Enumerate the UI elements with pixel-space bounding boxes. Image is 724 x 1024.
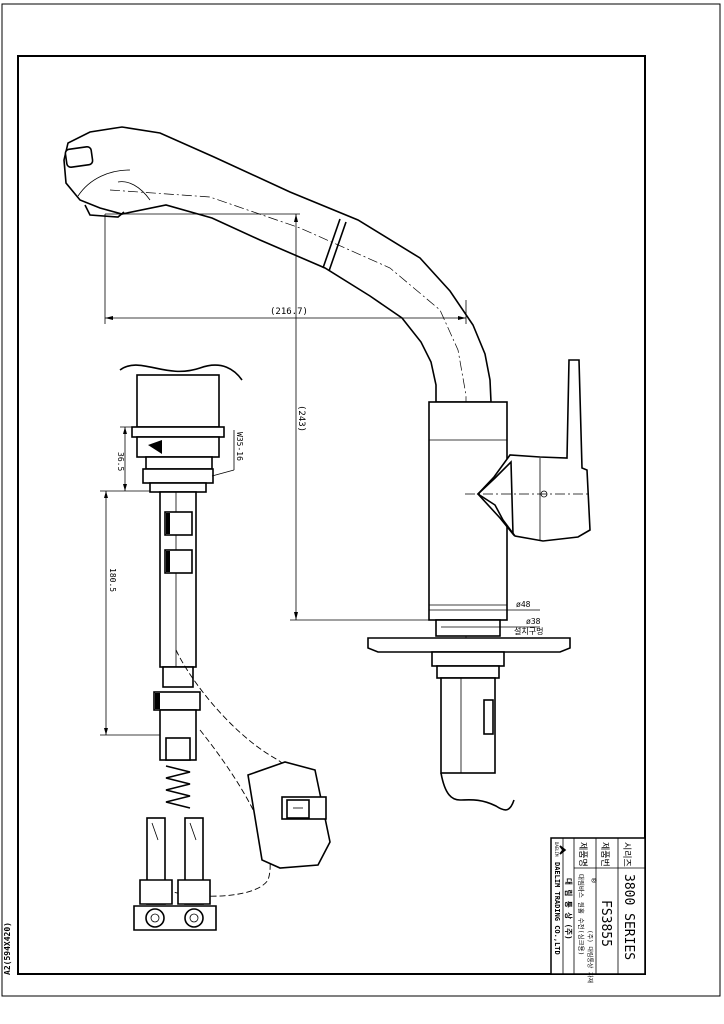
hose-band-1 <box>164 511 193 536</box>
head-button <box>64 145 94 169</box>
title-block-frame <box>550 837 646 975</box>
hose-nut <box>131 426 225 438</box>
height-dimension: (243) <box>296 405 306 432</box>
base-ring <box>435 619 501 637</box>
company-english: DAELIM TRADING CO.,LTD <box>553 862 561 955</box>
spray-face <box>84 204 125 218</box>
spout-joint-ring <box>322 218 347 272</box>
nut-height-dimension: 36.5 <box>116 452 125 471</box>
fitting-hex-lower <box>165 737 191 761</box>
hose-nut-ring <box>145 456 213 470</box>
nut-arrow-top <box>123 427 127 434</box>
spout-outline <box>63 126 492 403</box>
nut-arrow-bottom <box>123 484 127 491</box>
logo-text: DAELIM <box>554 842 559 857</box>
name-line-2: (주) 대림통상 자재 <box>586 930 594 983</box>
name-label: 제품명 <box>577 842 588 867</box>
pullout-hose-path-2 <box>159 729 271 897</box>
nut-wedge <box>148 440 162 454</box>
end-connector-right-hole <box>184 908 204 928</box>
logo-star <box>559 845 567 855</box>
pipe-left-seam <box>151 822 159 841</box>
hole-diameter-dimension: ø38 <box>526 617 541 626</box>
hose-washer <box>142 468 214 484</box>
hole-label: 설치구멍 <box>514 626 543 636</box>
spout-centerline <box>109 189 467 640</box>
hose-arrow-bottom <box>104 728 108 735</box>
end-connector-left-hole <box>145 908 165 928</box>
hose-arrow-top <box>104 491 108 498</box>
fitting-hex <box>162 666 194 688</box>
weight-clamp-inner <box>286 799 310 819</box>
hose-band-1-fill <box>166 513 170 534</box>
height-arrow-bottom <box>294 612 298 620</box>
series-label: 시리즈 <box>621 842 632 867</box>
company-korean: 대 림 통 상 (주) <box>564 878 574 940</box>
body-section <box>136 374 220 428</box>
hose-break-right <box>440 772 515 811</box>
dimension-lines <box>100 213 540 736</box>
title-block: 시리즈 3800 SERIES 제품번 FS3855 ® 제품명 대림바스 원홀… <box>550 837 646 983</box>
hose-assembly <box>119 364 331 931</box>
daelim-logo: DAELIM <box>554 842 567 857</box>
sheet-size-label: A2(594X420) <box>3 922 12 975</box>
end-connector-right-core <box>189 913 199 923</box>
head-detail <box>77 169 151 201</box>
shank-clip <box>483 699 494 735</box>
fitting-clip <box>153 691 201 711</box>
supply-pipe-left-nut <box>139 879 173 905</box>
registered-mark: ® <box>589 878 598 883</box>
name-line-1: 대림바스 원홀 수전(싱크용) <box>577 874 586 955</box>
pipe-right-seam <box>189 822 197 841</box>
model-value: FS3855 <box>598 900 613 947</box>
hose-collar <box>149 482 207 493</box>
series-value: 3800 SERIES <box>621 874 636 960</box>
model-label: 제품번 <box>599 842 610 867</box>
hose-band-2-fill <box>166 551 170 572</box>
hose-band-2 <box>164 549 193 574</box>
hose-coil <box>165 765 191 809</box>
thread-dimension: W35-16 <box>235 432 244 461</box>
hose-nut-lower <box>136 436 220 458</box>
reach-dimension: (216.7) <box>270 307 308 317</box>
mount-nut <box>431 651 505 667</box>
hose-length-dimension: 180.5 <box>108 568 117 592</box>
faucet-body <box>428 401 508 621</box>
height-arrow-top <box>294 214 298 222</box>
body-diameter-dimension: ø48 <box>516 600 531 609</box>
inner-frame <box>17 55 646 975</box>
end-connector <box>133 905 217 931</box>
body-break-left <box>119 364 243 381</box>
lever-cartridge <box>476 460 514 537</box>
supply-pipe-right-nut <box>177 879 211 905</box>
countertop-plate <box>367 637 571 653</box>
faucet-side-view <box>63 126 591 811</box>
fitting-clip-fill <box>155 693 160 709</box>
reach-arrow-right <box>458 316 466 320</box>
reach-arrow-left <box>105 316 113 320</box>
mount-washer <box>436 665 500 679</box>
thread-leader <box>211 469 235 477</box>
outer-frame <box>1 3 721 997</box>
end-connector-left-core <box>150 913 160 923</box>
